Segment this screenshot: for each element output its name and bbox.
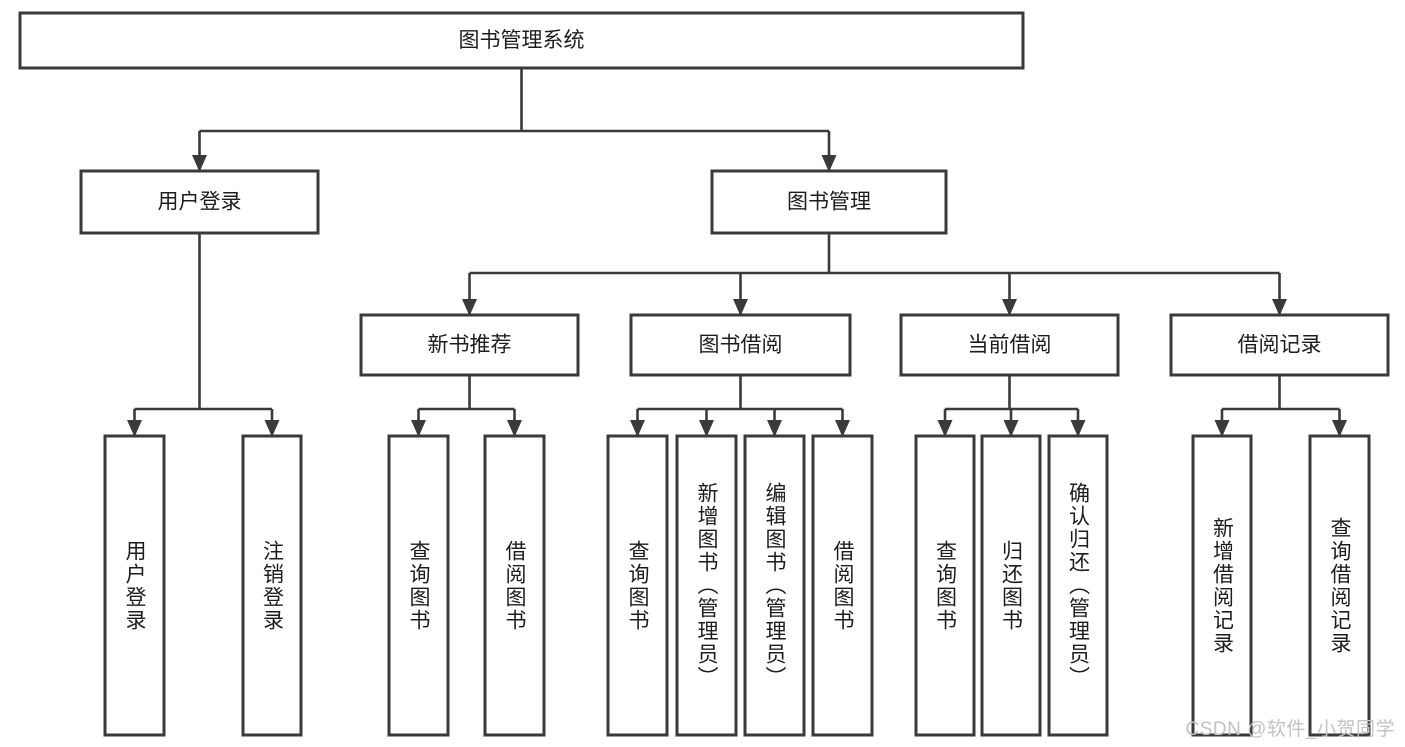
arrow-head-icon [1002, 299, 1017, 316]
arrow-head-icon [1003, 420, 1019, 437]
node-label-current: 当前借阅 [968, 334, 1052, 357]
node-box-leaf-query-book-3[interactable] [914, 434, 976, 737]
node-label-records: 借阅记录 [1238, 334, 1322, 357]
node-label-login: 用户登录 [158, 191, 242, 214]
arrow-head-icon [127, 420, 142, 437]
arrow-head-icon [767, 420, 782, 437]
node-label-root: 图书管理系统 [459, 29, 585, 52]
node-box-leaf-edit-book[interactable] [743, 434, 806, 737]
node-box-borrow[interactable] [629, 313, 852, 377]
arrow-head-icon [1070, 420, 1086, 437]
arrow-head-icon [411, 420, 426, 437]
node-box-leaf-return-book[interactable] [980, 434, 1042, 737]
node-box-leaf-query-book-2[interactable] [606, 434, 669, 737]
arrow-head-icon [507, 420, 522, 437]
node-boxes-layer [18, 11, 1390, 737]
node-box-bookmgmt[interactable] [710, 169, 948, 235]
node-box-leaf-add-book[interactable] [675, 434, 738, 737]
node-box-leaf-user-login[interactable] [103, 434, 166, 737]
arrow-head-icon [937, 420, 953, 437]
arrow-head-icon [630, 420, 645, 437]
node-box-leaf-logout[interactable] [241, 434, 303, 737]
arrow-head-icon [264, 420, 280, 437]
arrow-head-icon [835, 420, 850, 437]
node-box-records[interactable] [1169, 313, 1390, 377]
arrow-head-icon [462, 299, 477, 316]
node-box-leaf-borrow-book-1[interactable] [483, 434, 546, 737]
node-box-leaf-add-record[interactable] [1191, 434, 1253, 737]
arrow-head-icon [1332, 420, 1347, 437]
node-label-borrow: 图书借阅 [699, 334, 783, 357]
node-box-leaf-query-book-1[interactable] [387, 434, 450, 737]
arrow-head-icon [699, 420, 714, 437]
node-box-newbook[interactable] [359, 313, 580, 377]
node-box-root[interactable] [18, 11, 1025, 70]
node-label-bookmgmt: 图书管理 [787, 191, 871, 214]
watermark-text: CSDN @软件_小贺同学 [1185, 719, 1395, 740]
node-label-newbook: 新书推荐 [428, 334, 512, 357]
node-box-login[interactable] [79, 169, 320, 235]
node-box-leaf-query-record[interactable] [1308, 434, 1371, 737]
node-box-leaf-confirm-return[interactable] [1047, 434, 1109, 737]
arrow-head-icon [192, 155, 207, 172]
arrow-head-icon [821, 155, 837, 172]
arrow-head-icon [1214, 420, 1230, 437]
arrow-head-icon [1272, 299, 1287, 316]
arrow-head-icon [733, 299, 748, 316]
node-box-leaf-borrow-book-2[interactable] [811, 434, 874, 737]
connector-lines-layer [127, 68, 1347, 437]
node-box-current[interactable] [899, 313, 1120, 377]
